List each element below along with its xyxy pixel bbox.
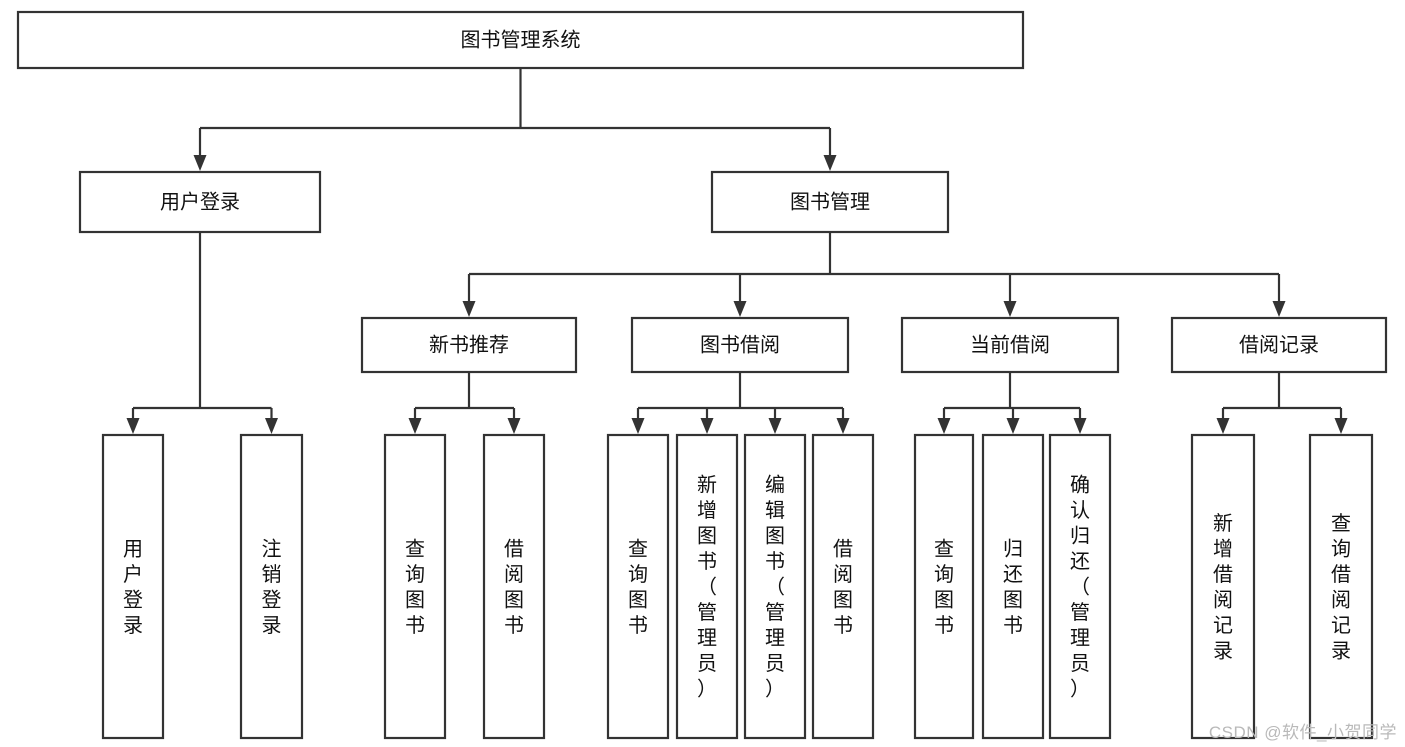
node-label-book-manage: 图书管理 — [790, 190, 870, 213]
node-box-current-borrow[interactable] — [900, 316, 1120, 374]
node-box-leaf-query-book-3[interactable] — [913, 433, 975, 740]
node-label-leaf-confirm-return: 确认归还（管理员） — [1070, 474, 1090, 701]
node-label-book-borrow: 图书借阅 — [700, 333, 780, 356]
edge-group-new-book-rec — [408, 372, 521, 434]
node-box-leaf-query-book-1[interactable] — [383, 433, 447, 740]
node-book-manage[interactable]: 图书管理 — [710, 170, 950, 234]
edge-group-user-login — [126, 232, 278, 434]
arrow-head-icon — [937, 418, 951, 434]
node-leaf-query-book-3[interactable]: 查询图书 — [913, 433, 975, 740]
arrow-head-icon — [1216, 418, 1230, 434]
node-label-leaf-borrow-book-1: 借阅图书 — [504, 537, 524, 637]
node-leaf-confirm-return[interactable]: 确认归还（管理员） — [1048, 433, 1112, 740]
edge-group-borrow-record — [1216, 372, 1348, 434]
arrow-head-icon — [1272, 301, 1286, 317]
node-box-leaf-user-login[interactable] — [101, 433, 165, 740]
node-box-leaf-add-book[interactable] — [675, 433, 739, 740]
arrow-head-icon — [1006, 418, 1020, 434]
node-leaf-borrow-book-1[interactable]: 借阅图书 — [482, 433, 546, 740]
nodes-layer: 图书管理系统用户登录图书管理新书推荐图书借阅当前借阅借阅记录用户登录注销登录查询… — [16, 10, 1388, 740]
node-label-leaf-add-book: 新增图书（管理员） — [697, 474, 717, 701]
node-box-borrow-record[interactable] — [1170, 316, 1388, 374]
arrow-head-icon — [823, 155, 837, 171]
node-leaf-edit-book[interactable]: 编辑图书（管理员） — [743, 433, 807, 740]
node-box-leaf-borrow-book-2[interactable] — [811, 433, 875, 740]
arrow-head-icon — [631, 418, 645, 434]
node-box-root[interactable] — [16, 10, 1025, 70]
arrow-head-icon — [768, 418, 782, 434]
node-label-leaf-add-record: 新增借阅记录 — [1213, 512, 1233, 663]
node-box-book-manage[interactable] — [710, 170, 950, 234]
node-book-borrow[interactable]: 图书借阅 — [630, 316, 850, 374]
node-box-leaf-query-book-2[interactable] — [606, 433, 670, 740]
node-leaf-query-book-2[interactable]: 查询图书 — [606, 433, 670, 740]
arrow-head-icon — [507, 418, 521, 434]
node-leaf-return-book[interactable]: 归还图书 — [981, 433, 1045, 740]
node-leaf-user-login[interactable]: 用户登录 — [101, 433, 165, 740]
node-label-leaf-query-book-2: 查询图书 — [628, 537, 648, 637]
arrow-head-icon — [733, 301, 747, 317]
node-box-leaf-query-record[interactable] — [1308, 433, 1374, 740]
node-leaf-query-book-1[interactable]: 查询图书 — [383, 433, 447, 740]
node-leaf-add-book[interactable]: 新增图书（管理员） — [675, 433, 739, 740]
node-box-leaf-edit-book[interactable] — [743, 433, 807, 740]
node-box-book-borrow[interactable] — [630, 316, 850, 374]
node-label-user-login: 用户登录 — [160, 190, 240, 213]
node-label-new-book-rec: 新书推荐 — [429, 333, 509, 356]
node-box-leaf-logout[interactable] — [239, 433, 304, 740]
arrow-head-icon — [408, 418, 422, 434]
node-label-current-borrow: 当前借阅 — [970, 333, 1050, 356]
arrow-head-icon — [836, 418, 850, 434]
node-label-leaf-query-book-1: 查询图书 — [405, 537, 425, 637]
edge-group-root — [193, 68, 837, 171]
node-user-login[interactable]: 用户登录 — [78, 170, 322, 234]
node-label-leaf-borrow-book-2: 借阅图书 — [833, 537, 853, 637]
arrow-head-icon — [1334, 418, 1348, 434]
arrow-head-icon — [193, 155, 207, 171]
node-new-book-rec[interactable]: 新书推荐 — [360, 316, 578, 374]
node-label-leaf-edit-book: 编辑图书（管理员） — [765, 474, 785, 701]
node-label-leaf-query-book-3: 查询图书 — [934, 537, 954, 637]
node-box-leaf-confirm-return[interactable] — [1048, 433, 1112, 740]
node-leaf-logout[interactable]: 注销登录 — [239, 433, 304, 740]
node-label-leaf-return-book: 归还图书 — [1003, 537, 1023, 637]
arrow-head-icon — [1003, 301, 1017, 317]
edge-group-book-borrow — [631, 372, 850, 434]
node-leaf-add-record[interactable]: 新增借阅记录 — [1190, 433, 1256, 740]
node-current-borrow[interactable]: 当前借阅 — [900, 316, 1120, 374]
edge-group-book-manage — [462, 232, 1286, 317]
node-root[interactable]: 图书管理系统 — [16, 10, 1025, 70]
node-box-new-book-rec[interactable] — [360, 316, 578, 374]
node-leaf-query-record[interactable]: 查询借阅记录 — [1308, 433, 1374, 740]
node-label-borrow-record: 借阅记录 — [1239, 333, 1319, 356]
node-label-root: 图书管理系统 — [461, 28, 581, 51]
node-leaf-borrow-book-2[interactable]: 借阅图书 — [811, 433, 875, 740]
node-borrow-record[interactable]: 借阅记录 — [1170, 316, 1388, 374]
node-box-leaf-return-book[interactable] — [981, 433, 1045, 740]
arrow-head-icon — [126, 418, 140, 434]
node-box-user-login[interactable] — [78, 170, 322, 234]
node-label-leaf-query-record: 查询借阅记录 — [1331, 512, 1351, 663]
edge-group-current-borrow — [937, 372, 1087, 434]
arrow-head-icon — [700, 418, 714, 434]
node-label-leaf-user-login: 用户登录 — [123, 538, 143, 637]
edges-layer — [126, 68, 1348, 434]
node-box-leaf-borrow-book-1[interactable] — [482, 433, 546, 740]
arrow-head-icon — [265, 418, 278, 434]
arrow-head-icon — [1073, 418, 1087, 434]
node-label-leaf-logout: 注销登录 — [262, 537, 282, 637]
arrow-head-icon — [462, 301, 476, 317]
node-box-leaf-add-record[interactable] — [1190, 433, 1256, 740]
